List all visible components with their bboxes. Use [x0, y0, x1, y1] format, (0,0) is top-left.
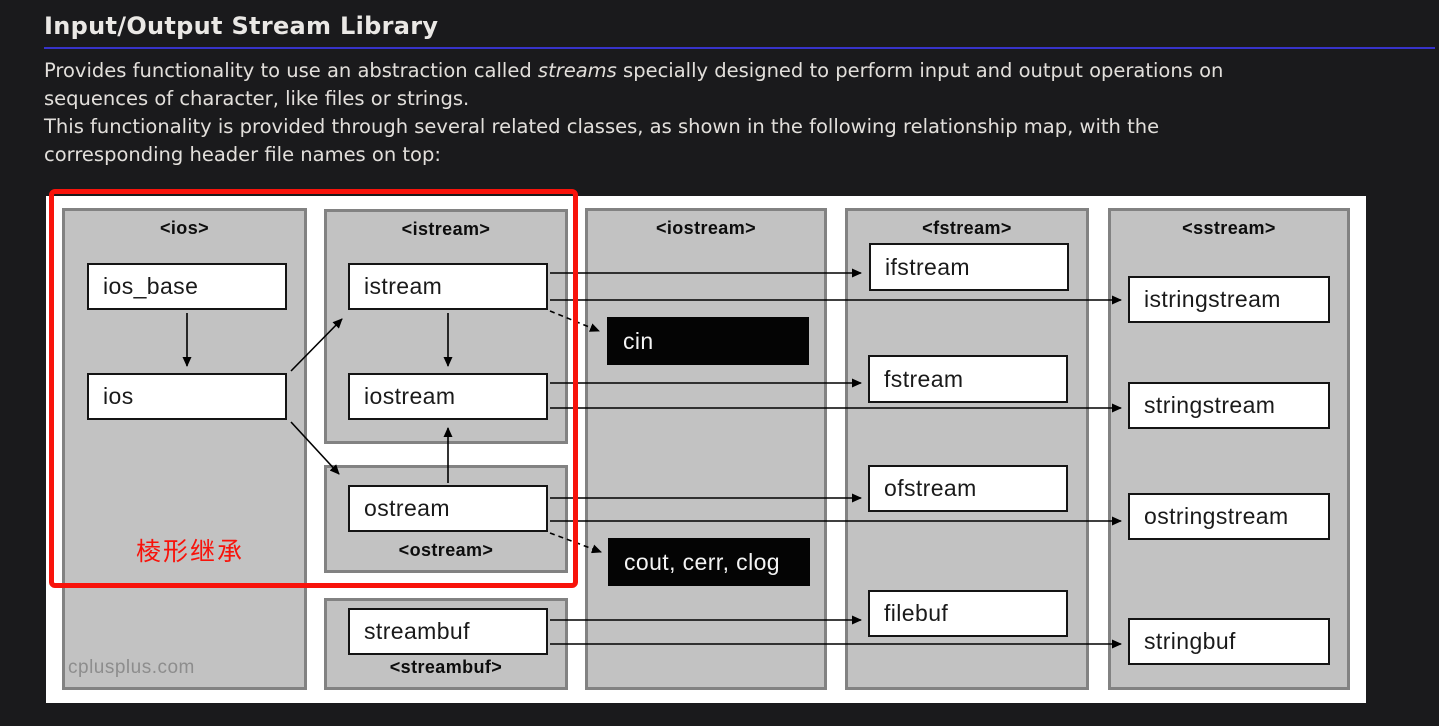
panel-ostream-title: <ostream> — [398, 540, 494, 560]
object-box-cin: cin — [607, 317, 809, 365]
intro-line-1: Provides functionality to use an abstrac… — [44, 57, 1223, 85]
class-box-fstream: fstream — [868, 355, 1068, 403]
intro-line-1-pre: Provides functionality to use an abstrac… — [44, 59, 538, 82]
object-box-cout-cerr-clog: cout, cerr, clog — [608, 538, 810, 586]
panel-sstream-title: <sstream> — [1182, 218, 1276, 238]
intro-line-1-post: specially designed to perform input and … — [616, 59, 1224, 82]
panel-iostream-title: <iostream> — [655, 218, 757, 238]
panel-istream-title: <istream> — [401, 219, 491, 239]
intro-line-3: This functionality is provided through s… — [44, 115, 1160, 138]
intro-streams-italic: streams — [537, 59, 617, 82]
intro-line-2: sequences of character, like files or st… — [44, 87, 470, 110]
panel-ios-title: <ios> — [159, 218, 210, 238]
class-box-stringstream: stringstream — [1128, 382, 1330, 429]
intro-line-4: corresponding header file names on top: — [44, 143, 441, 166]
panel-streambuf-title: <streambuf> — [389, 657, 503, 677]
class-box-ostringstream: ostringstream — [1128, 493, 1330, 540]
class-box-ifstream: ifstream — [869, 243, 1069, 291]
diamond-inheritance-annotation-rect — [49, 189, 578, 588]
class-box-stringbuf: stringbuf — [1128, 618, 1330, 665]
class-box-istringstream: istringstream — [1128, 276, 1330, 323]
intro-paragraph: Provides functionality to use an abstrac… — [44, 57, 1223, 169]
class-box-ios-base: ios_base — [87, 263, 287, 310]
cplusplus-watermark: cplusplus.com — [68, 657, 195, 678]
class-box-filebuf: filebuf — [868, 590, 1068, 637]
class-box-istream: istream — [348, 263, 548, 310]
panel-fstream-title: <fstream> — [922, 218, 1012, 238]
page-title: Input/Output Stream Library — [44, 12, 1435, 49]
diamond-inheritance-annotation-label: 棱形继承 — [136, 537, 245, 566]
class-box-ostream: ostream — [348, 485, 548, 532]
class-box-iostream: iostream — [348, 373, 548, 420]
class-box-streambuf: streambuf — [348, 608, 548, 655]
panel-iostream: <iostream> — [585, 208, 827, 690]
class-box-ios: ios — [87, 373, 287, 420]
class-box-ofstream: ofstream — [868, 465, 1068, 512]
